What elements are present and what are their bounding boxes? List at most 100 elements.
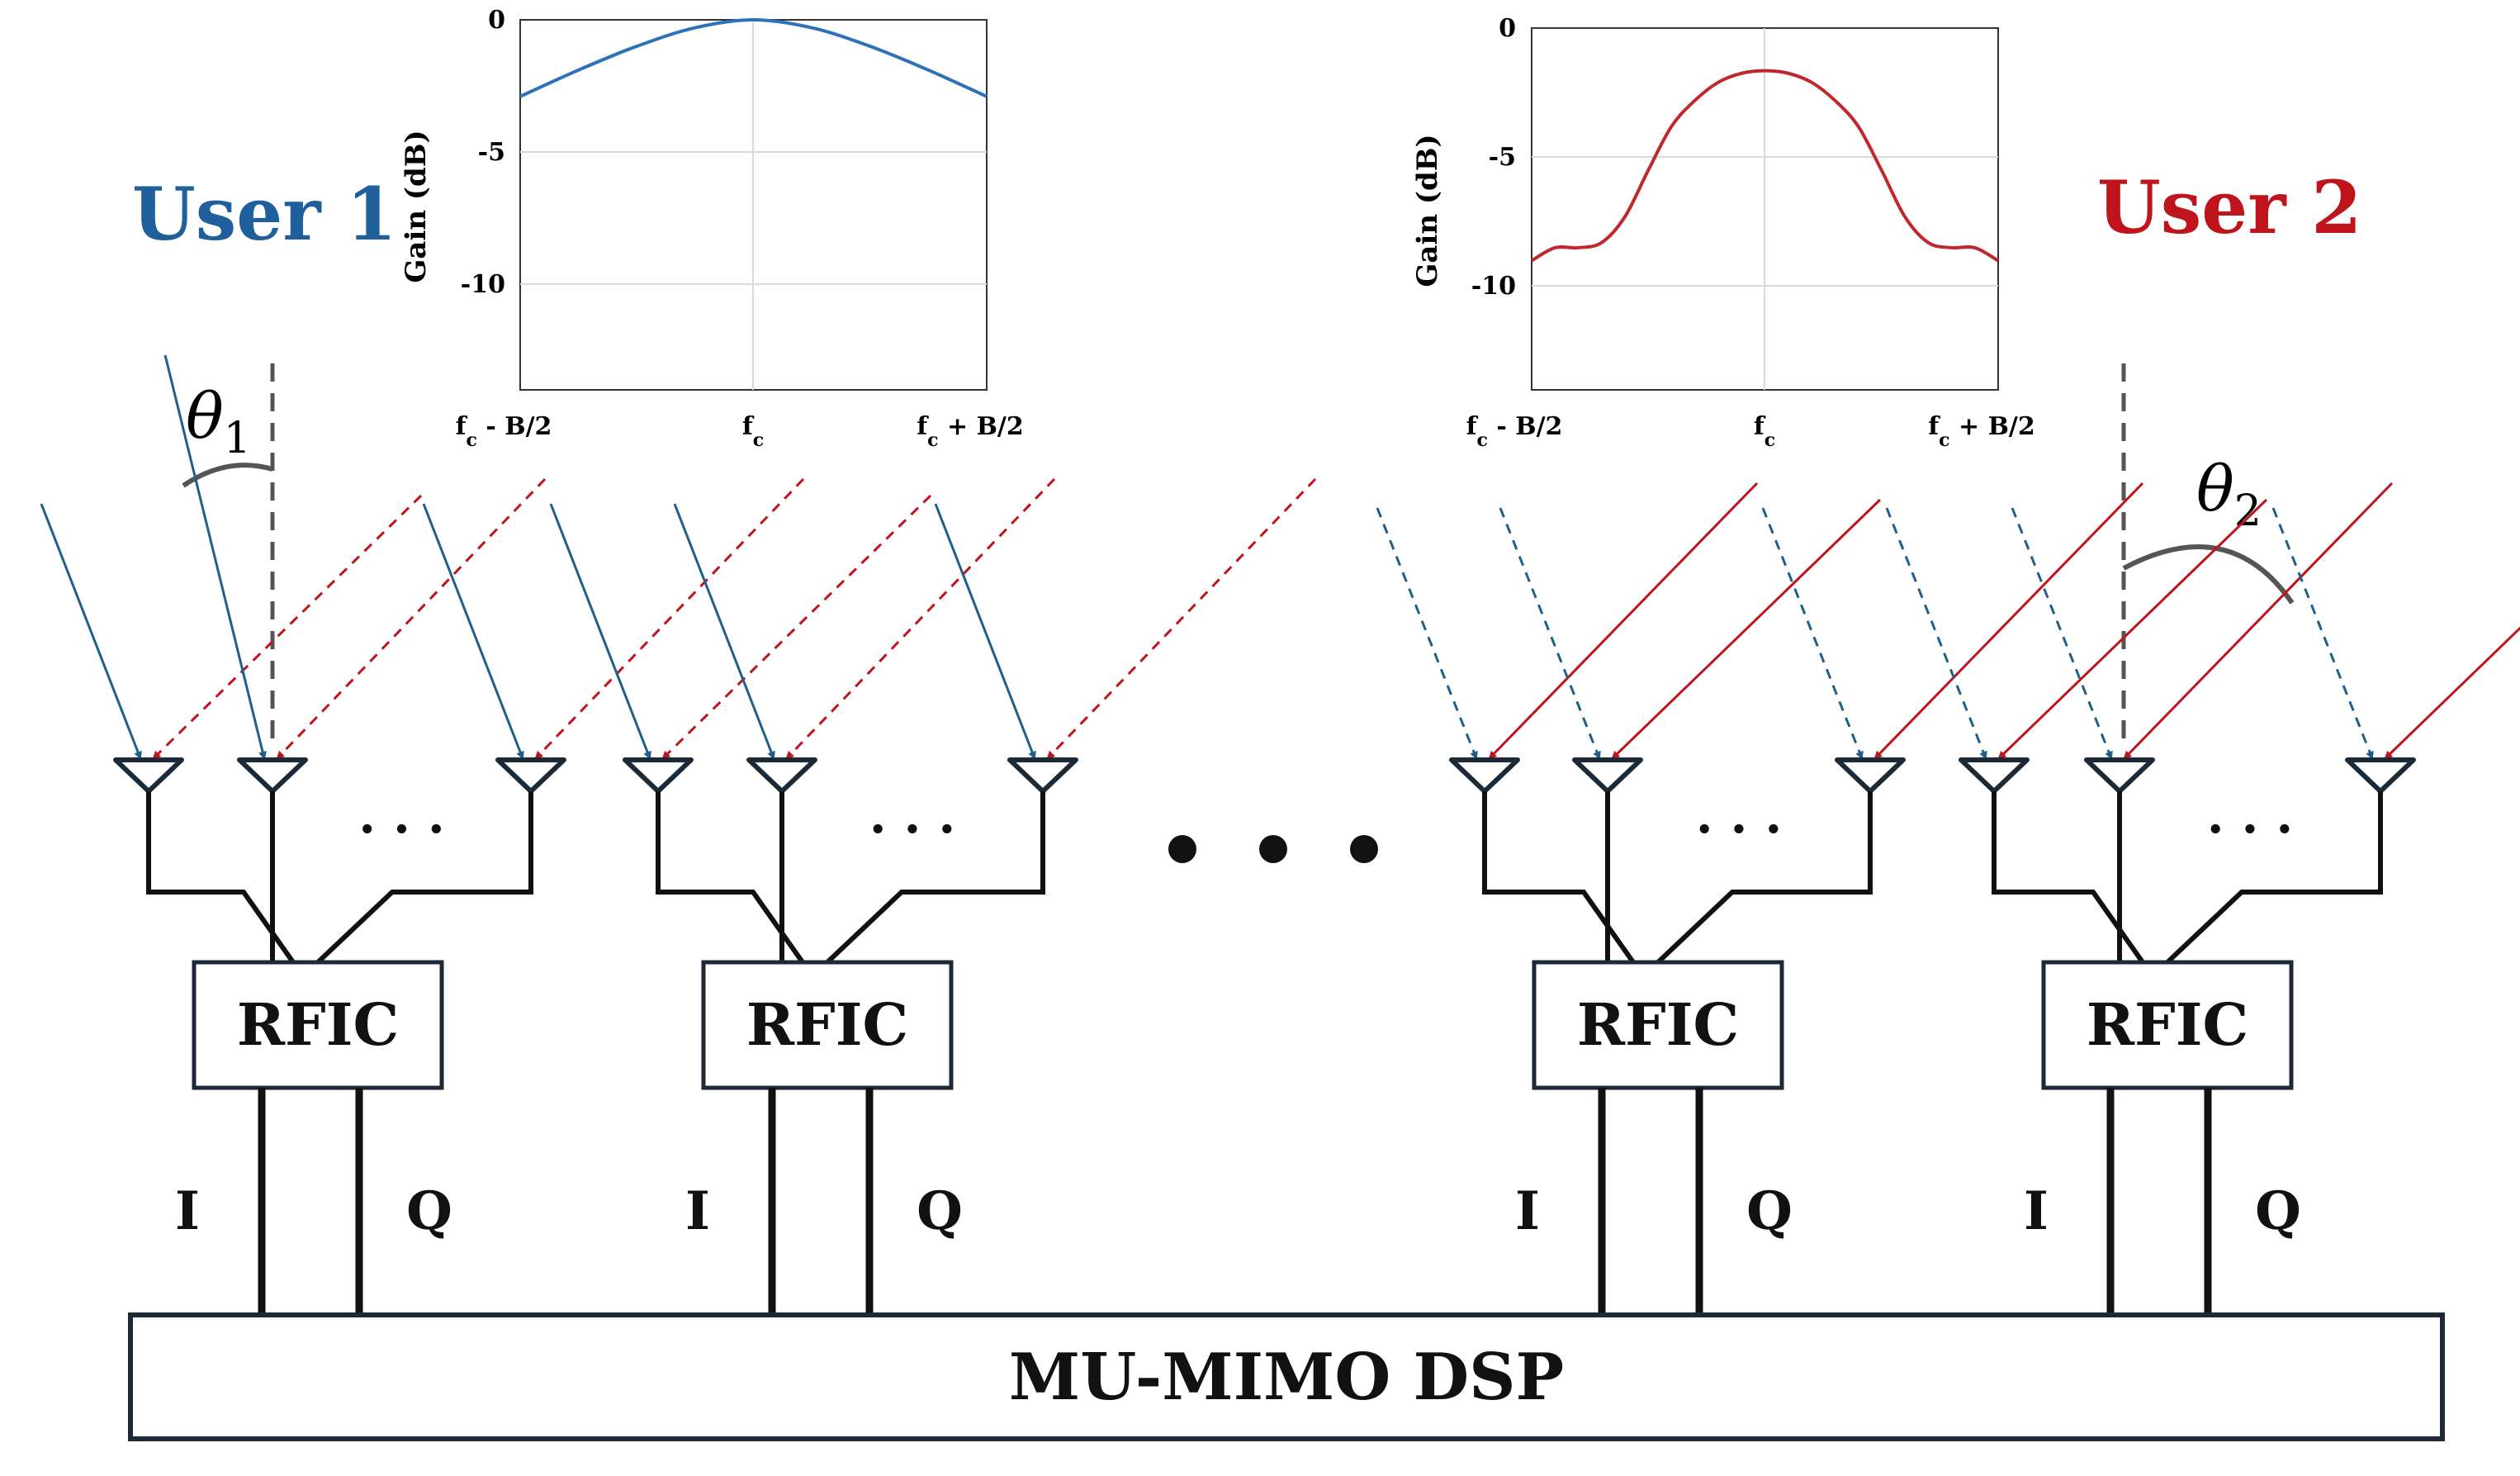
user-1-ray (1885, 507, 1987, 760)
rfic-box (1532, 960, 1784, 1090)
chart-2-xtick-high: fc + B/2 (1928, 412, 2035, 451)
chart-1-xtick-high: fc + B/2 (917, 412, 1024, 451)
chart-user-2: 0 -5 -10 Gain (dB) fc - B/2 fc fc + B/2 (1411, 14, 2035, 451)
antenna-icon (1449, 757, 1520, 794)
chart-1-xtick-center: fc (742, 412, 764, 451)
antenna-icon (113, 757, 184, 794)
antenna-icon (2084, 757, 2155, 794)
incident-wave-arrows (40, 354, 2520, 760)
feed-line (825, 791, 1045, 965)
user-1-label: User 1 (132, 171, 397, 257)
rfic-box (2041, 960, 2294, 1090)
chart-user-1: 0 -5 -10 Gain (dB) fc - B/2 fc fc + B/2 (400, 6, 1024, 451)
big-dot (1259, 835, 1287, 863)
user-2-ray (1997, 498, 2268, 760)
antenna-icon (2345, 757, 2416, 794)
user-2-label: User 2 (2097, 164, 2362, 250)
chart-2-xtick-center: fc (1754, 412, 1775, 451)
feed-line (146, 791, 296, 964)
chart-1-ytick: -5 (478, 138, 505, 167)
chart-1-ylabel: Gain (dB) (400, 130, 433, 282)
chart-1-ytick: 0 (488, 6, 505, 35)
user-1-ray (163, 354, 267, 760)
antenna-icon (1007, 757, 1078, 794)
chart-2-ylabel: Gain (dB) (1411, 134, 1444, 287)
user-2-ray (1873, 482, 2144, 760)
user-2-ray (534, 477, 805, 760)
q-label: Q (406, 1180, 452, 1242)
theta-2-label: θ2 (2196, 452, 2262, 536)
user-1-ray (549, 503, 651, 760)
i-label: I (1515, 1180, 1540, 1242)
small-ellipsis: . . . (869, 787, 955, 845)
feed-line (315, 791, 533, 965)
user-1-ray (40, 503, 142, 760)
user-2-ray (1611, 498, 1882, 760)
q-label: Q (2255, 1180, 2301, 1242)
user-1-ray (934, 503, 1036, 760)
user-2-ray (2384, 626, 2520, 760)
rfic-box (701, 960, 954, 1090)
antenna-icon (1835, 757, 1906, 794)
small-ellipsis: . . . (358, 787, 444, 845)
antenna-icon (1959, 757, 2030, 794)
big-dot (1168, 835, 1196, 863)
user-1-ray (1499, 507, 1601, 760)
user-2-ray (276, 477, 547, 760)
small-ellipsis: . . . (2207, 787, 2293, 845)
q-label: Q (1746, 1180, 1793, 1242)
mu-mimo-dsp-box (128, 1312, 2445, 1441)
user-1-ray (2271, 507, 2374, 760)
user-1-ray (2011, 507, 2113, 760)
rfic-label: RFIC (1577, 990, 1739, 1059)
q-label: Q (917, 1180, 963, 1242)
antenna-icon (237, 757, 308, 794)
feed-line (1482, 791, 1636, 964)
angle-arc-user-1 (182, 463, 273, 488)
mu-mimo-dsp-label: MU-MIMO DSP (1009, 1340, 1564, 1415)
feed-line (1656, 791, 1873, 965)
feed-line (2165, 791, 2383, 965)
user-2-ray (2123, 482, 2394, 760)
chart-2-series-line (1530, 69, 2000, 263)
i-label: I (685, 1180, 710, 1242)
rfic-group-3: . . . RFIC I Q (1449, 757, 1906, 1315)
rfic-label: RFIC (2087, 990, 2248, 1059)
rfic-group-1: . . . RFIC I Q (113, 757, 566, 1315)
user-2-ray (1046, 477, 1317, 760)
user-1-ray (1761, 507, 1864, 760)
chart-1-xtick-low: fc - B/2 (456, 412, 552, 451)
user-1-ray (673, 503, 775, 760)
chart-2-ytick: -10 (1471, 272, 1516, 301)
i-label: I (175, 1180, 200, 1242)
antenna-icon (495, 757, 566, 794)
chart-2-xtick-low: fc - B/2 (1466, 412, 1563, 451)
small-ellipsis: . . . (1696, 787, 1782, 845)
user-2-ray (785, 477, 1056, 760)
antenna-icon (746, 757, 817, 794)
chart-2-ytick: -5 (1489, 143, 1516, 172)
rfic-label: RFIC (746, 990, 908, 1059)
big-dot (1350, 835, 1378, 863)
antenna-arrays: . . . RFIC I Q . . . RFIC I Q . . . RFIC I Q . . . RF… (113, 757, 2416, 1315)
user-2-ray (661, 494, 932, 760)
theta-1-label: θ1 (186, 379, 251, 463)
rfic-box (192, 960, 444, 1090)
chart-1-ytick: -10 (461, 270, 505, 299)
i-label: I (2024, 1180, 2049, 1242)
rfic-label: RFIC (237, 990, 399, 1059)
array-continuation-dots (1168, 835, 1378, 863)
user-1-ray (1376, 507, 1478, 760)
rfic-group-4: . . . RFIC I Q (1959, 757, 2416, 1315)
user-2-ray (152, 494, 423, 760)
user-1-ray (422, 503, 524, 760)
rfic-group-2: . . . RFIC I Q (623, 757, 1078, 1315)
chart-1-series-line (519, 17, 988, 98)
antenna-icon (1572, 757, 1643, 794)
angle-arc-user-2 (2122, 544, 2295, 605)
chart-2-ytick: 0 (1499, 14, 1516, 43)
user-2-ray (1488, 482, 1759, 760)
antenna-icon (623, 757, 694, 794)
